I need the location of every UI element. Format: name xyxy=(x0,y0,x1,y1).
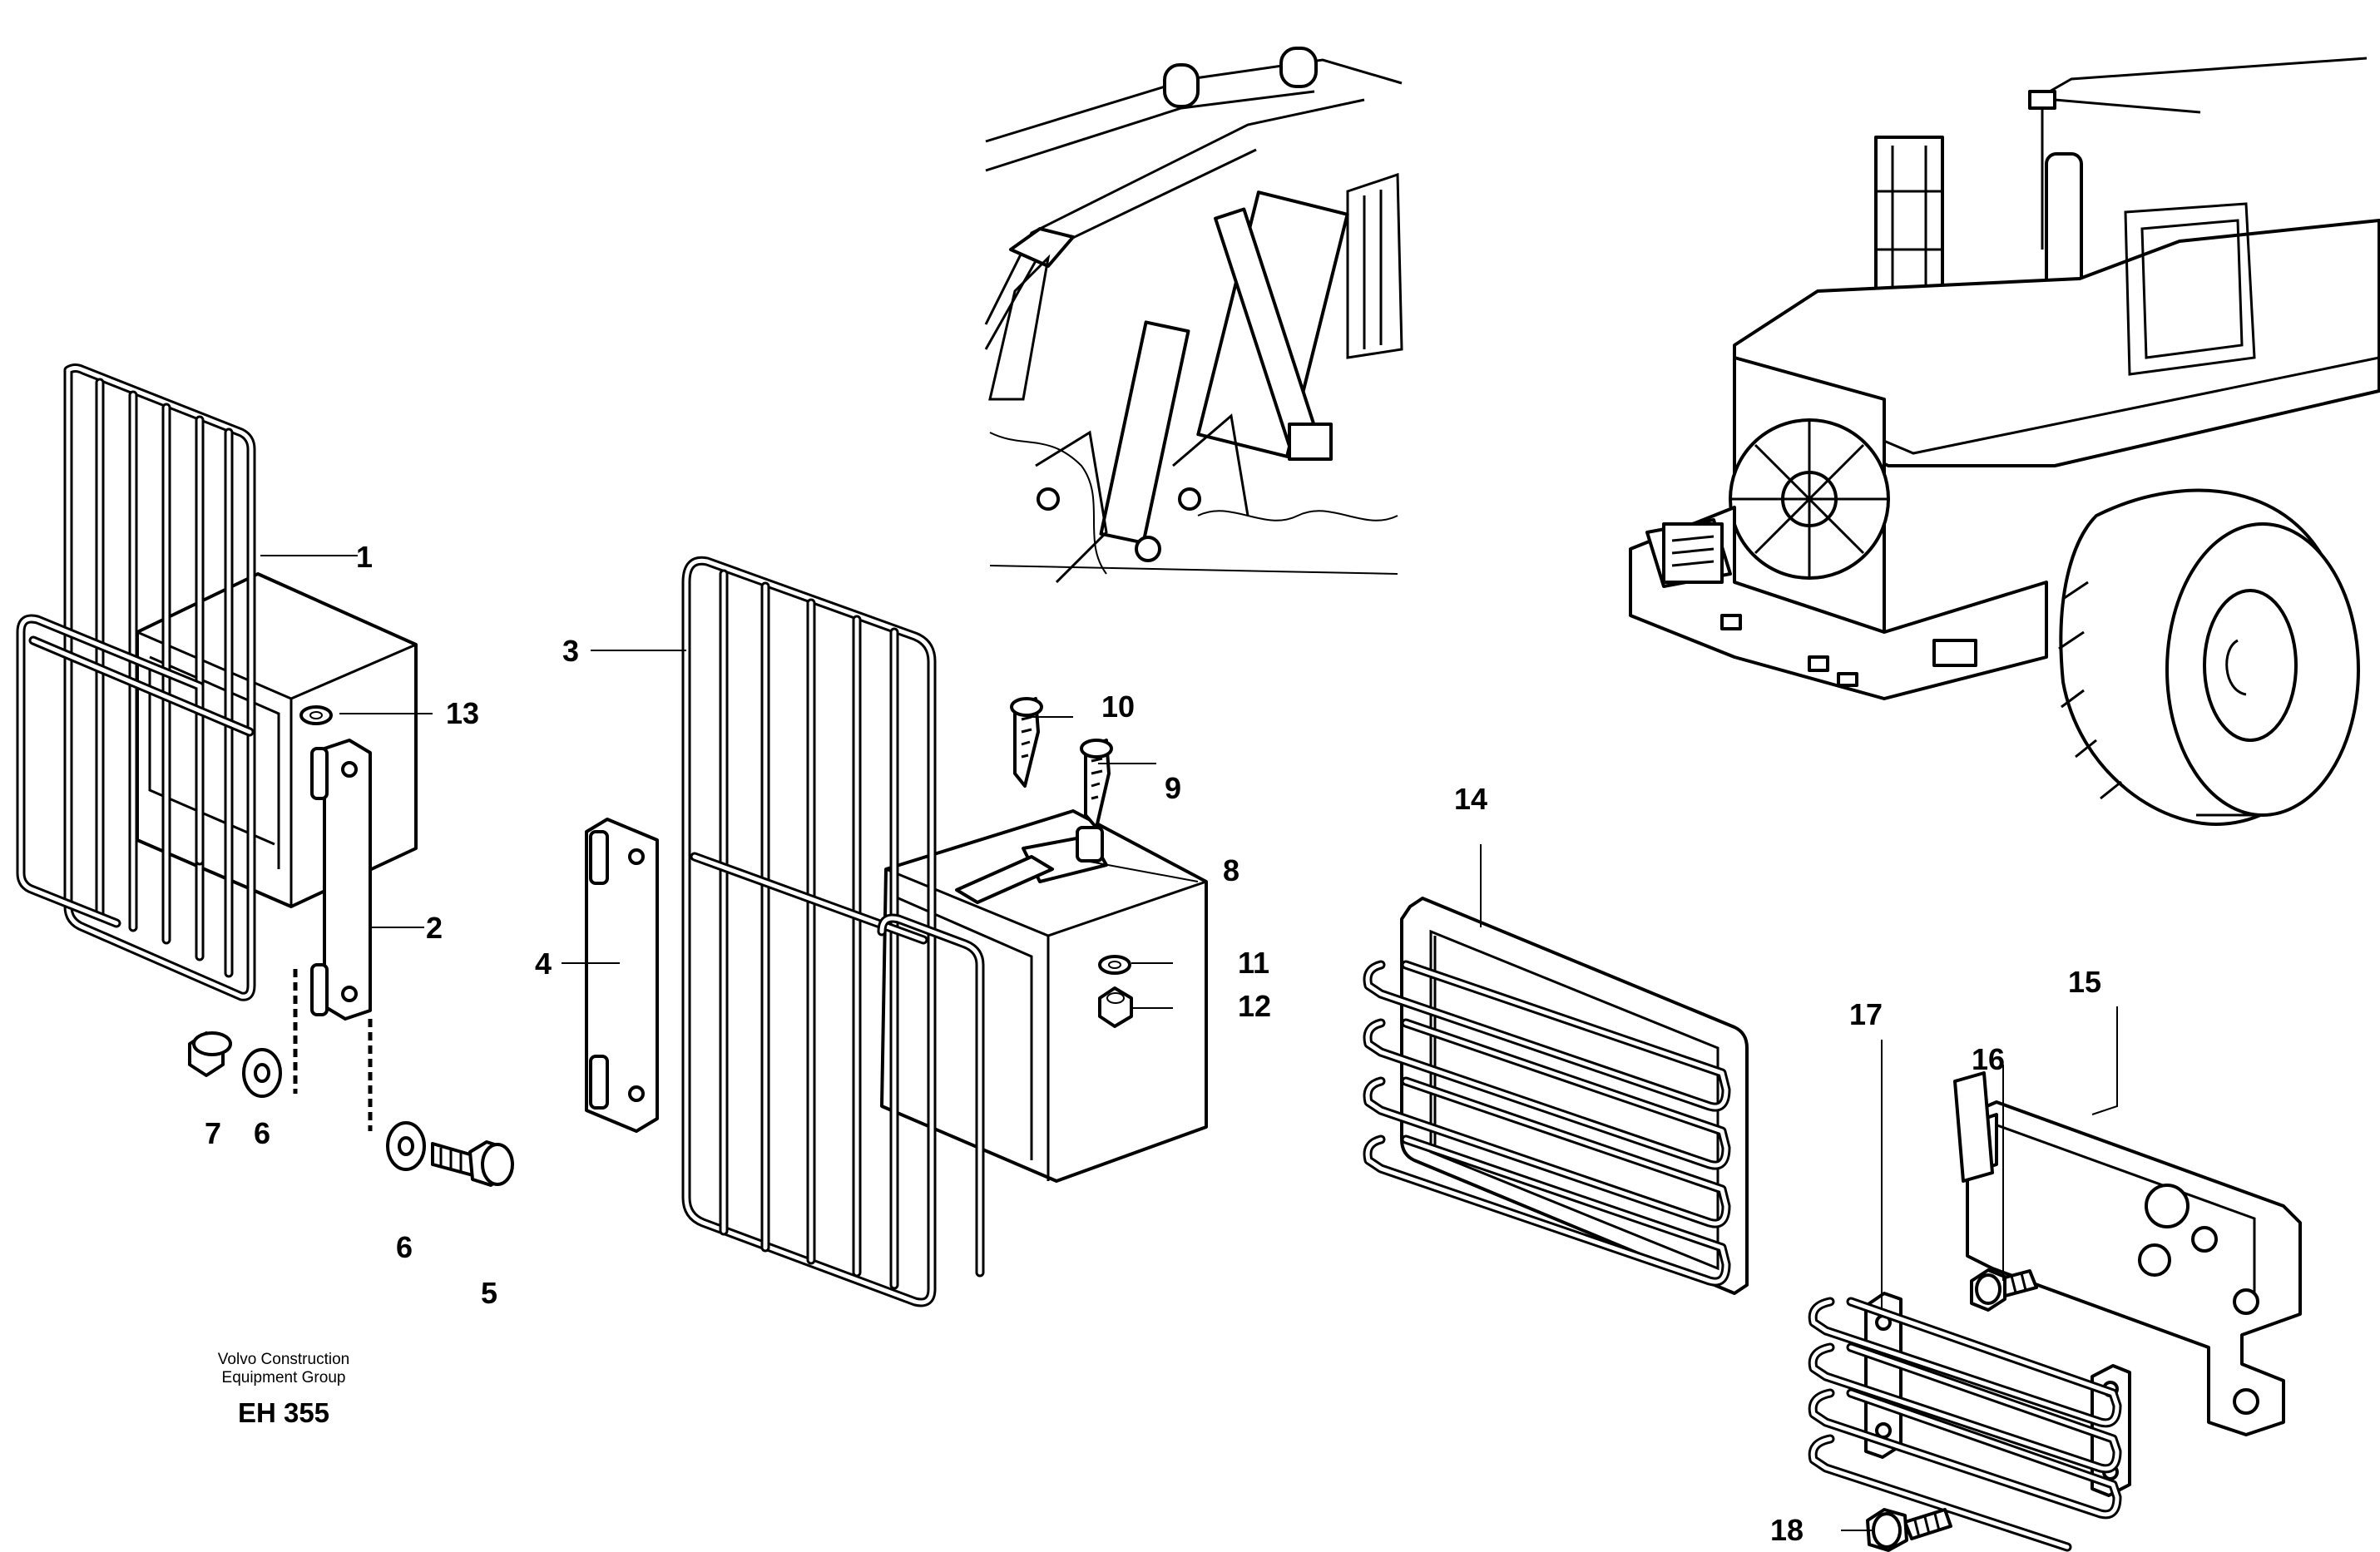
callout-13: 13 xyxy=(446,696,479,730)
leader-lines xyxy=(260,555,2118,1531)
callout-10: 10 xyxy=(1101,690,1135,724)
callout-16: 16 xyxy=(1972,1042,2005,1076)
right-assembly xyxy=(1808,1071,2302,1552)
callout-18: 18 xyxy=(1770,1513,1804,1547)
light-guard-14 xyxy=(1363,897,1749,1295)
callout-14: 14 xyxy=(1454,782,1487,816)
callout-2: 2 xyxy=(426,911,443,945)
callout-12: 12 xyxy=(1238,989,1271,1023)
caption-company-line2: Equipment Group xyxy=(222,1369,346,1386)
callout-6a: 6 xyxy=(254,1116,270,1150)
left-assembly xyxy=(16,363,514,1187)
caption-block: Volvo Construction Equipment Group EH 35… xyxy=(218,1351,349,1428)
callout-8: 8 xyxy=(1223,853,1239,887)
callout-labels: 1 2 3 4 5 6 6 7 8 9 10 11 12 13 14 15 16… xyxy=(205,540,2101,1547)
callout-7: 7 xyxy=(205,1116,221,1150)
callout-5: 5 xyxy=(481,1276,497,1310)
callout-15: 15 xyxy=(2068,965,2101,999)
callout-1: 1 xyxy=(356,540,373,574)
callout-6b: 6 xyxy=(396,1230,413,1264)
loader-arm-illustration xyxy=(982,47,1403,591)
callout-4: 4 xyxy=(535,947,552,981)
caption-company-line1: Volvo Construction xyxy=(218,1351,349,1368)
callout-3: 3 xyxy=(562,634,579,668)
callout-17: 17 xyxy=(1849,997,1883,1031)
callout-11: 11 xyxy=(1238,946,1269,980)
wheel-loader-illustration xyxy=(1629,57,2380,826)
callout-9: 9 xyxy=(1165,771,1181,805)
center-assembly xyxy=(585,556,1208,1307)
diagram-code: EH 355 xyxy=(238,1397,329,1428)
